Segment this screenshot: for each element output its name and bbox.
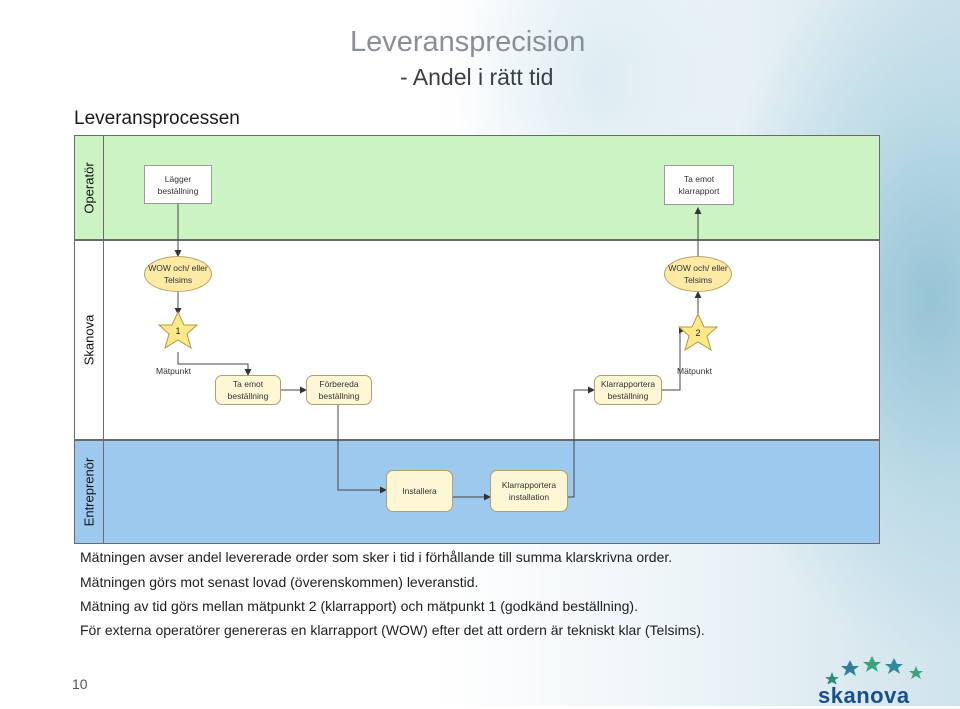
note-line-4: För externa operatörer genereras en klar… [80,622,705,638]
measure-point-1-label: Mätpunkt [156,366,191,376]
system-wow-telsims-right-label: WOW och/ eller Telsims [668,263,728,285]
note-line-2: Mätningen görs mot senast lovad (överens… [80,574,479,590]
brand-logo-text: skanova [818,683,910,708]
lane-entreprenor [74,440,880,544]
task-ta-emot-bestallning: Ta emot beställning [215,375,281,405]
box-lagger-bestallning: Lägger beställning [144,165,212,204]
box-ta-emot-klarrapport-label: Ta emot klarrapport [678,174,720,196]
task-installera-label: Installera [402,486,437,496]
system-wow-telsims-left-label: WOW och/ eller Telsims [148,263,208,285]
note-line-3: Mätning av tid görs mellan mätpunkt 2 (k… [80,598,638,614]
lane-header-operator: Operatör [74,135,104,240]
measure-point-2-number: 2 [695,328,701,338]
task-forbereda-bestallning: Förbereda beställning [306,375,372,405]
task-klarrapportera-installation: Klarrapportera installation [490,470,568,512]
task-forbereda-bestallning-label: Förbereda beställning [318,379,360,401]
task-ta-emot-bestallning-label: Ta emot beställning [227,379,269,401]
lane-header-entreprenor: Entreprenör [74,440,104,544]
lane-header-skanova: Skanova [74,240,104,440]
task-installera: Installera [386,470,453,512]
task-klarrapportera-installation-label: Klarrapportera installation [501,480,557,502]
note-line-1: Mätningen avser andel levererade order s… [80,549,673,565]
page-subtitle: - Andel i rätt tid [400,64,554,90]
stars-logo-icon [825,656,923,684]
measure-point-1-number: 1 [175,326,181,336]
star-icon [677,312,719,352]
task-klarrapportera-bestallning: Klarrapportera beställning [594,375,662,405]
task-klarrapportera-bestallning-label: Klarrapportera beställning [600,379,656,401]
box-lagger-bestallning-label: Lägger beställning [157,173,199,196]
system-wow-telsims-right: WOW och/ eller Telsims [664,256,732,292]
process-label: Leveransprocessen [74,108,240,129]
page-number: 10 [72,676,88,692]
box-ta-emot-klarrapport: Ta emot klarrapport [664,165,734,205]
measure-point-2-label: Mätpunkt [677,366,712,376]
star-icon [157,310,199,350]
system-wow-telsims-left: WOW och/ eller Telsims [144,256,212,292]
page-title: Leveransprecision [350,26,586,58]
